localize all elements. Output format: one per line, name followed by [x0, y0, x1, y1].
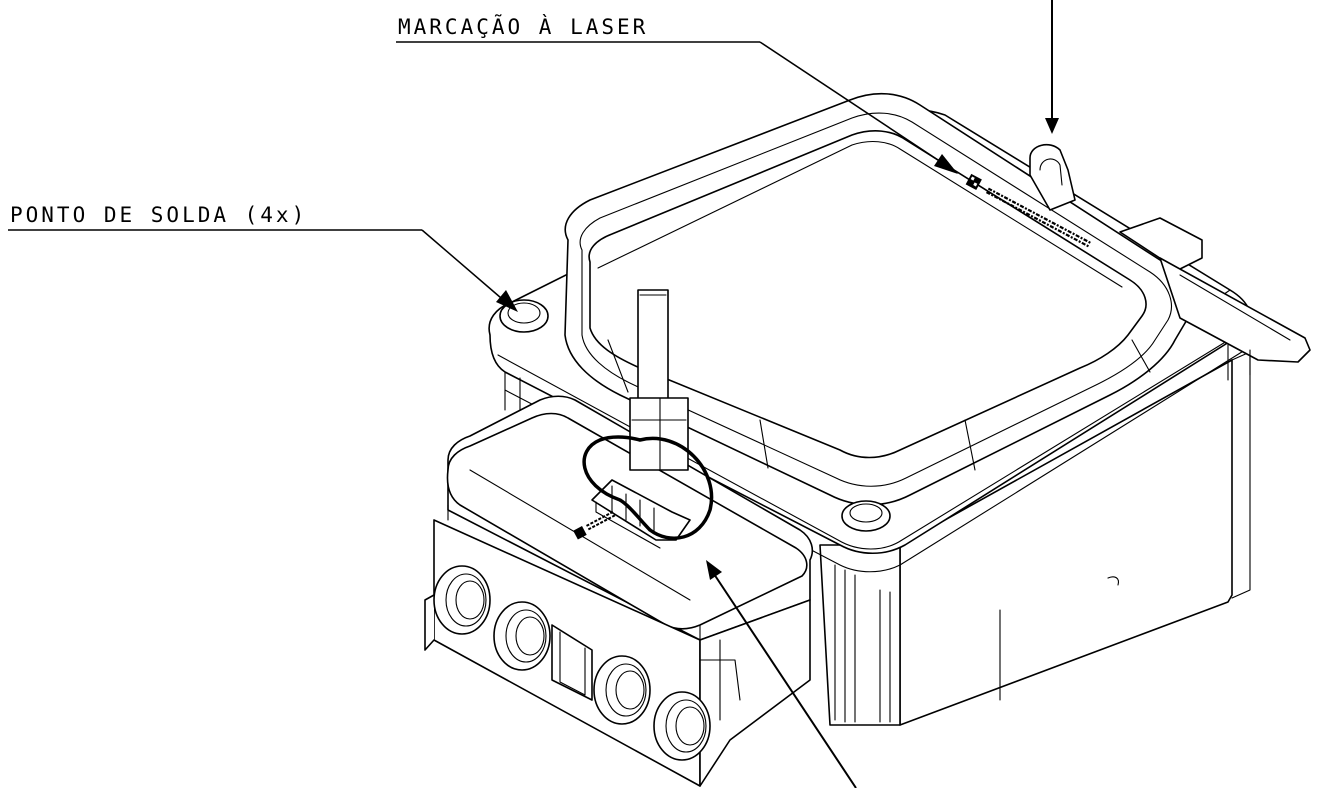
weld-point-front-right [841, 500, 891, 532]
terminal-clamp [573, 479, 691, 549]
qr-code-icon [965, 173, 982, 191]
latch-tab [1119, 217, 1311, 376]
cable-gland-1 [433, 565, 491, 635]
callout-weld-point: PONTO DE SOLDA (4x) [10, 203, 307, 227]
lid [564, 92, 1231, 506]
cable-gland-2 [493, 601, 551, 671]
arrow-head-weld-icon [496, 290, 518, 312]
callout-leaders [8, 0, 1059, 788]
wire-tab [629, 289, 689, 471]
arrow-head-down-icon [1045, 118, 1059, 134]
cable-glands [433, 565, 711, 761]
callout-laser-marking: MARCAÇÃO À LASER [398, 13, 648, 39]
qr-code-icon-small [573, 526, 587, 540]
cable-gland-3 [593, 655, 651, 725]
hinge-loop [1029, 143, 1076, 211]
arrow-head-laser-icon [934, 154, 958, 174]
arrow-head-up-icon [706, 560, 722, 580]
lid-laser-marking [965, 173, 1092, 248]
cable-gland-4 [653, 691, 711, 761]
detail-ring [582, 435, 714, 540]
